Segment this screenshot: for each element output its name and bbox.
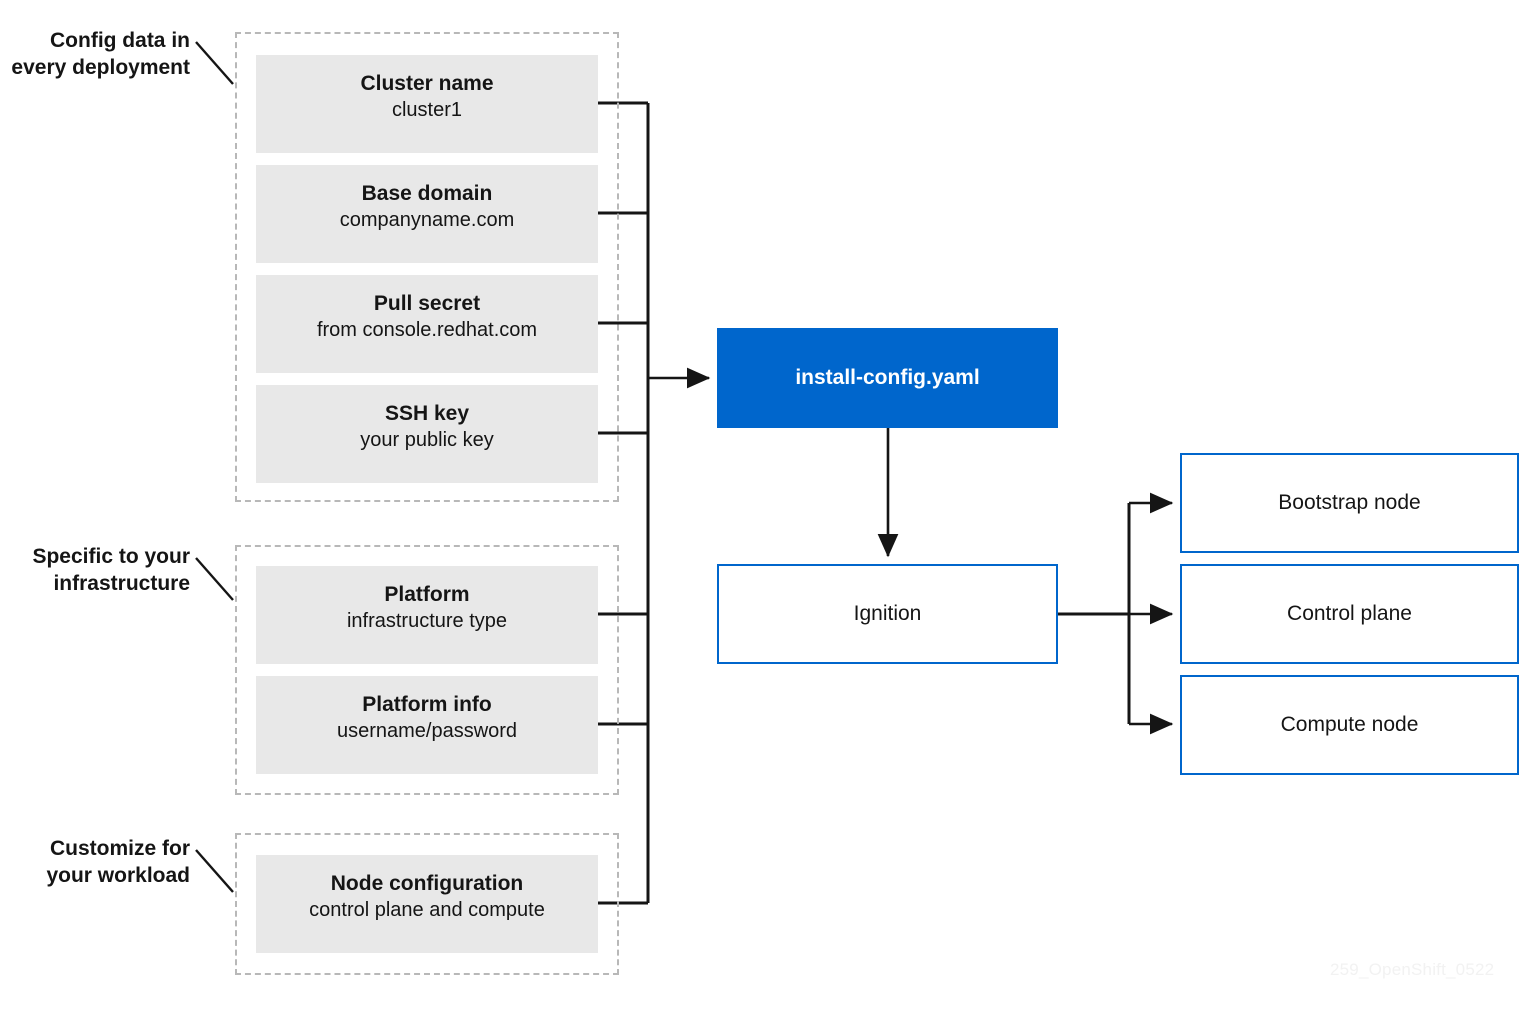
box-label: Control plane xyxy=(1287,602,1412,625)
group-infrastructure-config xyxy=(235,545,619,795)
group-workload-config xyxy=(235,833,619,975)
box-ignition[interactable]: Ignition xyxy=(717,564,1058,664)
box-bootstrap-node[interactable]: Bootstrap node xyxy=(1180,453,1519,553)
card-cluster-name[interactable]: Cluster name cluster1 xyxy=(256,55,598,153)
card-title: Cluster name xyxy=(360,71,494,95)
box-label: Bootstrap node xyxy=(1278,491,1421,514)
card-subtitle: control plane and compute xyxy=(309,899,545,922)
box-install-config-yaml[interactable]: install-config.yaml xyxy=(717,328,1058,428)
box-label: Ignition xyxy=(853,602,922,625)
card-pull-secret[interactable]: Pull secret from console.redhat.com xyxy=(256,275,598,373)
box-label: Compute node xyxy=(1280,713,1419,736)
leader-line-workload xyxy=(195,849,234,893)
annotation-workload: Customize for your workload xyxy=(46,837,190,888)
card-subtitle: username/password xyxy=(336,720,518,743)
card-subtitle: from console.redhat.com xyxy=(316,319,538,342)
card-title: Platform info xyxy=(362,692,492,716)
box-label: install-config.yaml xyxy=(795,366,980,389)
annotation-infrastructure: Specific to your infrastructure xyxy=(32,545,190,596)
card-subtitle: cluster1 xyxy=(391,99,463,122)
leader-line-config-data xyxy=(195,41,234,85)
card-base-domain[interactable]: Base domain companyname.com xyxy=(256,165,598,263)
card-title: Pull secret xyxy=(373,291,481,315)
card-title: SSH key xyxy=(384,401,470,425)
card-subtitle: companyname.com xyxy=(339,209,515,232)
card-platform[interactable]: Platform infrastructure type xyxy=(256,566,598,664)
card-title: Node configuration xyxy=(330,871,524,895)
annotation-config-data: Config data in every deployment xyxy=(11,29,190,80)
card-platform-info[interactable]: Platform info username/password xyxy=(256,676,598,774)
card-subtitle: infrastructure type xyxy=(346,610,508,633)
watermark: 259_OpenShift_0522 xyxy=(1330,960,1495,979)
card-title: Platform xyxy=(384,582,470,606)
card-node-configuration[interactable]: Node configuration control plane and com… xyxy=(256,855,598,953)
group-common-config xyxy=(235,32,619,502)
leader-line-infrastructure xyxy=(195,557,234,601)
card-ssh-key[interactable]: SSH key your public key xyxy=(256,385,598,483)
box-compute-node[interactable]: Compute node xyxy=(1180,675,1519,775)
box-control-plane[interactable]: Control plane xyxy=(1180,564,1519,664)
card-subtitle: your public key xyxy=(360,429,494,452)
card-title: Base domain xyxy=(361,181,493,205)
